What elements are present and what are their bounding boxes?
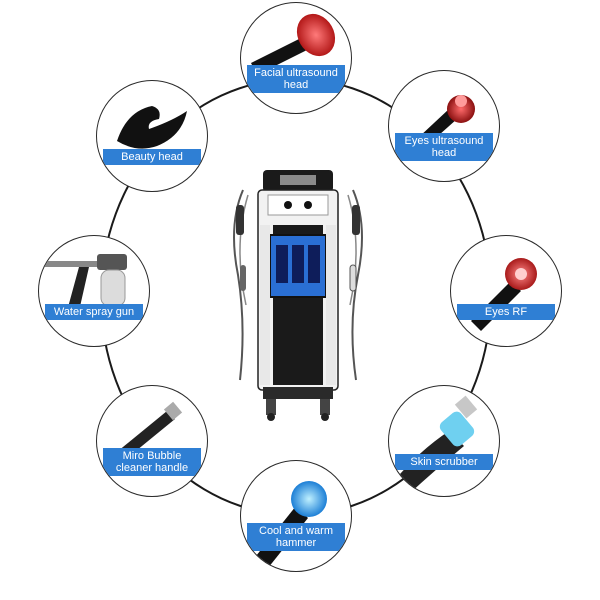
scrubber-icon xyxy=(394,395,478,494)
tool-label: Water spray gun xyxy=(45,304,143,320)
handpiece-icon xyxy=(117,106,187,149)
tool-miro-bubble-cleaner-handle: Miro Bubble cleaner handle xyxy=(96,385,208,497)
tool-water-spray-gun: Water spray gun xyxy=(38,235,150,347)
tool-cool-and-warm-hammer: Cool and warm hammer xyxy=(240,460,352,572)
handpiece-icon xyxy=(112,401,183,464)
handpiece-icon xyxy=(471,258,537,331)
tool-eyes-ultrasound-head: Eyes ultrasound head xyxy=(388,70,500,182)
tool-beauty-head: Beauty head xyxy=(96,80,208,192)
tool-eyes-rf: Eyes RF xyxy=(450,235,562,347)
machine-icon xyxy=(233,170,363,421)
tool-label: Miro Bubble cleaner handle xyxy=(103,448,201,476)
tool-label: Eyes RF xyxy=(457,304,555,320)
handpiece-icon xyxy=(251,13,336,75)
tool-label: Skin scrubber xyxy=(395,454,493,470)
spray-gun-icon xyxy=(44,254,127,311)
tool-label: Cool and warm hammer xyxy=(247,523,345,551)
tool-label: Beauty head xyxy=(103,149,201,165)
tool-skin-scrubber: Skin scrubber xyxy=(388,385,500,497)
handpiece-icon xyxy=(256,481,327,568)
tool-facial-ultrasound-head: Facial ultrasound head xyxy=(240,2,352,114)
tool-label: Facial ultrasound head xyxy=(247,65,345,93)
beauty-machine-image xyxy=(218,165,378,425)
handpiece-icon xyxy=(404,95,475,159)
tool-label: Eyes ultrasound head xyxy=(395,133,493,161)
